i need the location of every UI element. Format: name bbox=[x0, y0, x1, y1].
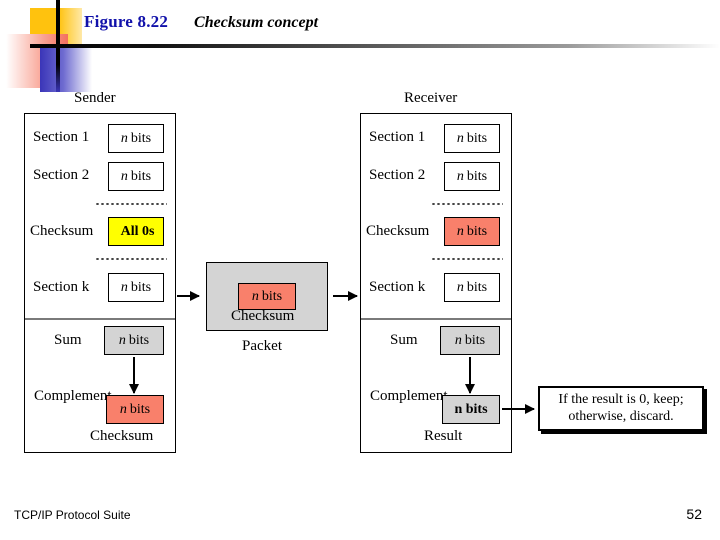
receiver-row-1-value-text: bits bbox=[466, 168, 488, 184]
sender-row-1-value-text: bits bbox=[130, 168, 152, 184]
receiver-row-1-value-italic: n bbox=[456, 168, 464, 184]
sender-complement-arrow bbox=[127, 357, 140, 394]
figure-caption: Checksum concept bbox=[194, 14, 319, 31]
receiver-complement-arrow bbox=[463, 357, 476, 394]
sender-row-0-label: Section 1 bbox=[33, 129, 90, 145]
sender-result-caption: Checksum bbox=[90, 428, 154, 444]
packet-caption: Packet bbox=[242, 338, 282, 354]
arrow-sender-to-packet bbox=[177, 289, 200, 302]
decision-line-1: If the result is 0, keep; bbox=[558, 391, 684, 407]
receiver-row-0-label: Section 1 bbox=[369, 129, 426, 145]
packet-inner-value-italic: n bbox=[251, 288, 259, 304]
sender-sum-value-text: bits bbox=[128, 332, 150, 348]
decoration-horizontal-rule bbox=[30, 44, 720, 48]
sender-row-0-value-text: bits bbox=[130, 130, 152, 146]
receiver-result-caption: Result bbox=[424, 428, 463, 444]
arrow-result-to-decision bbox=[502, 402, 535, 415]
sender-result-value-italic: n bbox=[119, 401, 127, 417]
footer-left-text: TCP/IP Protocol Suite bbox=[14, 508, 131, 522]
receiver-result-value: n bits bbox=[442, 395, 500, 424]
slide-decoration bbox=[0, 0, 200, 92]
receiver-row-3-value-text: bits bbox=[466, 279, 488, 295]
sender-checksum-value: All 0s bbox=[108, 217, 164, 246]
receiver-row-0-value-italic: n bbox=[456, 130, 464, 146]
receiver-row-2-value-text: bits bbox=[466, 223, 488, 239]
decision-line-2: otherwise, discard. bbox=[568, 408, 674, 424]
page-number: 52 bbox=[686, 506, 702, 522]
receiver-row-1-label: Section 2 bbox=[369, 167, 426, 183]
receiver-dots-bottom bbox=[431, 258, 503, 260]
receiver-panel-divider bbox=[361, 318, 511, 320]
receiver-dots-top bbox=[431, 203, 503, 205]
decoration-blue-square bbox=[40, 44, 92, 92]
sender-dots-top bbox=[95, 203, 167, 205]
sender-dots-bottom bbox=[95, 258, 167, 260]
sender-title: Sender bbox=[74, 90, 116, 106]
receiver-row-0-value-text: bits bbox=[466, 130, 488, 146]
receiver-row-2-label: Checksum bbox=[366, 223, 430, 239]
receiver-title: Receiver bbox=[404, 90, 458, 106]
sender-row-2-value-text: All 0s bbox=[120, 223, 155, 239]
arrow-packet-to-receiver bbox=[333, 289, 358, 302]
receiver-sum-value-italic: n bbox=[454, 332, 462, 348]
receiver-operation-label: Complement bbox=[370, 388, 448, 404]
sender-sum-label: Sum bbox=[54, 332, 82, 348]
receiver-row-3-value-italic: n bbox=[456, 279, 464, 295]
receiver-sum-label: Sum bbox=[390, 332, 418, 348]
decision-callout: If the result is 0, keep; otherwise, dis… bbox=[538, 386, 704, 431]
page-title: Figure 8.22 Checksum concept bbox=[84, 12, 318, 32]
sender-panel-divider bbox=[25, 318, 175, 320]
packet-inner-value-text: bits bbox=[261, 288, 283, 304]
sender-row-0-value-italic: n bbox=[120, 130, 128, 146]
sender-row-1-label: Section 2 bbox=[33, 167, 90, 183]
sender-result-value-text: bits bbox=[129, 401, 151, 417]
sender-row-2-label: Checksum bbox=[30, 223, 94, 239]
sender-row-3-value-text: bits bbox=[130, 279, 152, 295]
sender-row-1-value-italic: n bbox=[120, 168, 128, 184]
figure-number: Figure 8.22 bbox=[84, 12, 169, 31]
receiver-row-2-value-italic: n bbox=[456, 223, 464, 239]
sender-row-3-value-italic: n bbox=[120, 279, 128, 295]
receiver-row-3-label: Section k bbox=[369, 279, 426, 295]
sender-operation-label: Complement bbox=[34, 388, 112, 404]
receiver-sum-value-text: bits bbox=[464, 332, 486, 348]
packet-inner-label: Checksum bbox=[231, 308, 295, 324]
sender-row-3-label: Section k bbox=[33, 279, 90, 295]
sender-sum-value-italic: n bbox=[118, 332, 126, 348]
